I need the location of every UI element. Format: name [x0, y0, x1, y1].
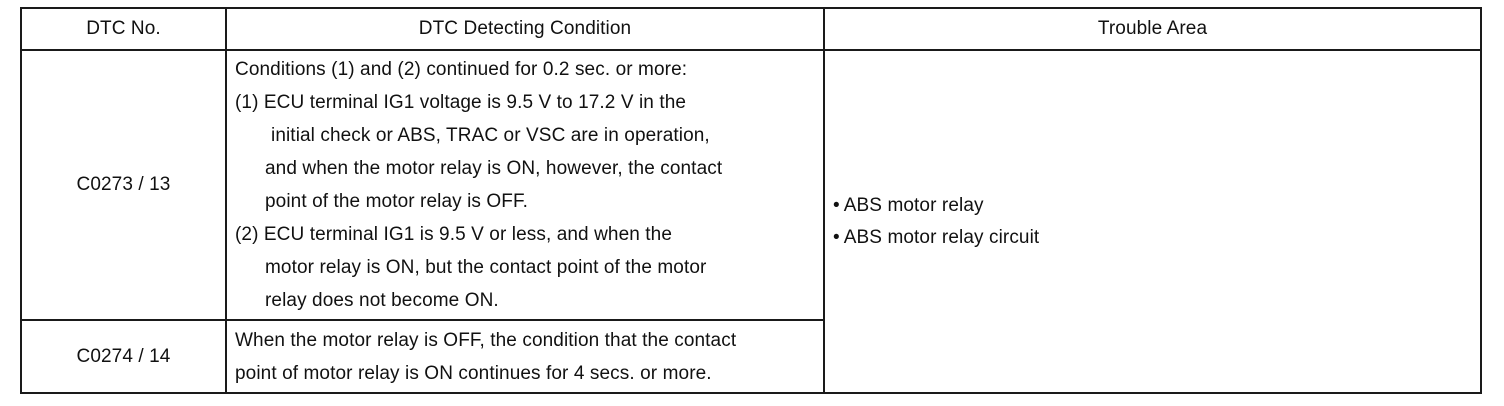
condition-line: (1) ECU terminal IG1 voltage is 9.5 V to…: [235, 92, 687, 113]
dtc-table-container: DTC No. DTC Detecting Condition Trouble …: [20, 7, 1482, 394]
table-row: C0273 / 13 Conditions (1) and (2) contin…: [20, 49, 1482, 394]
table-header-row: DTC No. DTC Detecting Condition Trouble …: [20, 7, 1482, 51]
dtc-code-cell: C0274 / 14: [20, 319, 227, 394]
condition-line: and when the motor relay is ON, however,…: [265, 158, 723, 179]
condition-line: relay does not become ON.: [265, 290, 499, 311]
bullet-icon: •: [833, 226, 840, 248]
condition-line: Conditions (1) and (2) continued for 0.2…: [235, 59, 688, 80]
trouble-area-item-label: ABS motor relay: [843, 194, 984, 216]
header-dtc-detecting-condition: DTC Detecting Condition: [225, 7, 825, 51]
condition-line: point of motor relay is ON continues for…: [235, 362, 712, 384]
table-row: C0274 / 14 When the motor relay is OFF, …: [20, 319, 1481, 394]
condition-line: When the motor relay is OFF, the conditi…: [235, 329, 737, 351]
condition-cell: When the motor relay is OFF, the conditi…: [225, 319, 825, 394]
trouble-area-item-label: ABS motor relay circuit: [843, 226, 1040, 248]
condition-line: initial check or ABS, TRAC or VSC are in…: [271, 125, 710, 146]
condition-cell: Conditions (1) and (2) continued for 0.2…: [225, 49, 825, 321]
trouble-area-cell: •ABS motor relay •ABS motor relay circui…: [823, 49, 1482, 394]
condition-line: motor relay is ON, but the contact point…: [265, 257, 707, 278]
trouble-area-item: •ABS motor relay circuit: [833, 222, 1472, 254]
condition-line: point of the motor relay is OFF.: [265, 191, 528, 212]
bullet-icon: •: [833, 194, 840, 216]
header-trouble-area: Trouble Area: [823, 7, 1482, 51]
dtc-table: DTC No. DTC Detecting Condition Trouble …: [20, 7, 1482, 394]
header-dtc-no: DTC No.: [20, 7, 227, 51]
dtc-code-cell: C0273 / 13: [20, 49, 227, 321]
condition-line: (2) ECU terminal IG1 is 9.5 V or less, a…: [235, 224, 673, 245]
trouble-area-item: •ABS motor relay: [833, 190, 1472, 222]
